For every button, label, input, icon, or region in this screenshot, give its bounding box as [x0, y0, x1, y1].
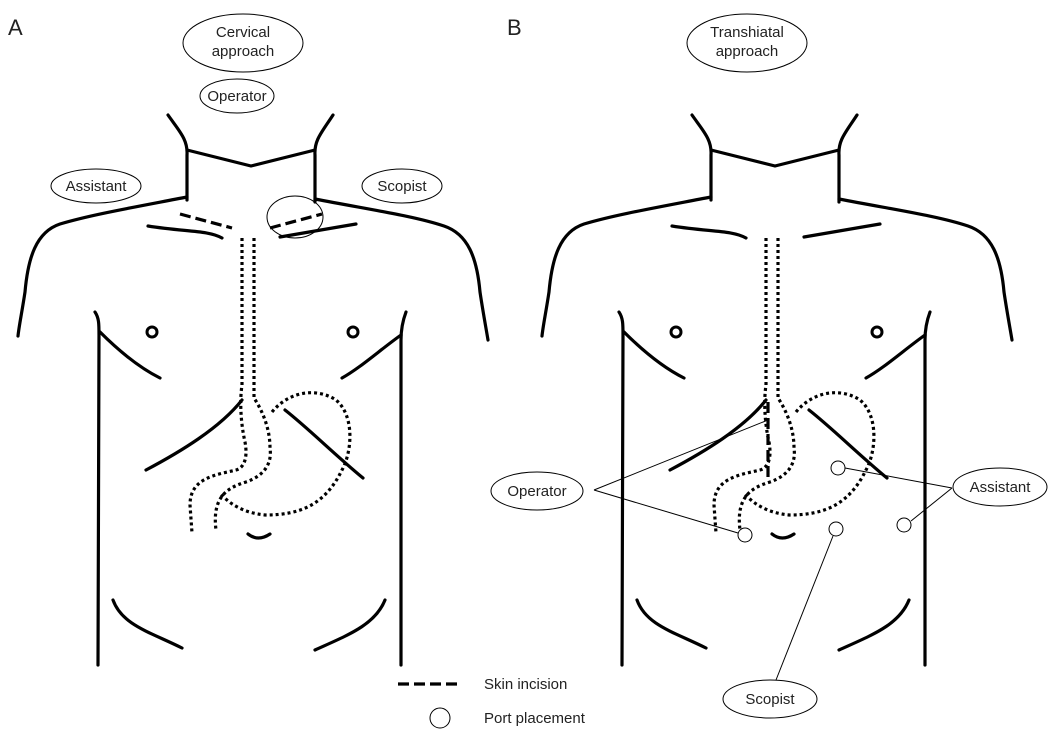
leader-assistant-1 — [845, 468, 952, 488]
cervical-incision-right — [270, 214, 322, 228]
legend: Skin incision Port placement — [398, 676, 586, 728]
scopist-bubble-a: Scopist — [362, 169, 442, 203]
port-circle-assistant-1 — [831, 461, 845, 475]
panel-a: A Cervical approach Operator Assistant S… — [8, 14, 488, 665]
leader-operator-2 — [594, 490, 738, 533]
operator-label-a: Operator — [207, 88, 266, 105]
assistant-label-b: Assistant — [970, 479, 1032, 496]
approach-label-b-line1: Transhiatal — [710, 24, 784, 41]
assistant-bubble-b: Assistant — [953, 468, 1047, 506]
assistant-label-a: Assistant — [66, 178, 128, 195]
port-circle-cervical — [267, 196, 323, 238]
leader-scopist — [776, 536, 833, 680]
leader-assistant-2 — [911, 488, 952, 521]
approach-bubble-a: Cervical approach — [183, 14, 303, 72]
assistant-bubble-a: Assistant — [51, 169, 141, 203]
operator-label-b: Operator — [507, 483, 566, 500]
approach-label-b-line2: approach — [716, 43, 779, 60]
panel-b-letter: B — [507, 15, 522, 40]
approach-label-a-line2: approach — [212, 43, 275, 60]
panel-a-letter: A — [8, 15, 23, 40]
operator-bubble-b: Operator — [491, 472, 583, 510]
port-circle-assistant-2 — [897, 518, 911, 532]
legend-port-placement-label: Port placement — [484, 710, 586, 727]
port-circle-operator-1 — [738, 528, 752, 542]
scopist-label-a: Scopist — [377, 178, 427, 195]
approach-label-a-line1: Cervical — [216, 24, 270, 41]
legend-skin-incision-label: Skin incision — [484, 676, 567, 693]
port-circle-scopist — [829, 522, 843, 536]
leader-operator-1 — [594, 420, 768, 490]
approach-bubble-b: Transhiatal approach — [687, 14, 807, 72]
scopist-bubble-b: Scopist — [723, 680, 817, 718]
cervical-incision-left — [180, 214, 232, 228]
legend-port-swatch — [430, 708, 450, 728]
operator-bubble-a: Operator — [200, 79, 274, 113]
scopist-label-b: Scopist — [745, 691, 795, 708]
panel-b: B Transhiatal approach Operator — [491, 14, 1047, 718]
